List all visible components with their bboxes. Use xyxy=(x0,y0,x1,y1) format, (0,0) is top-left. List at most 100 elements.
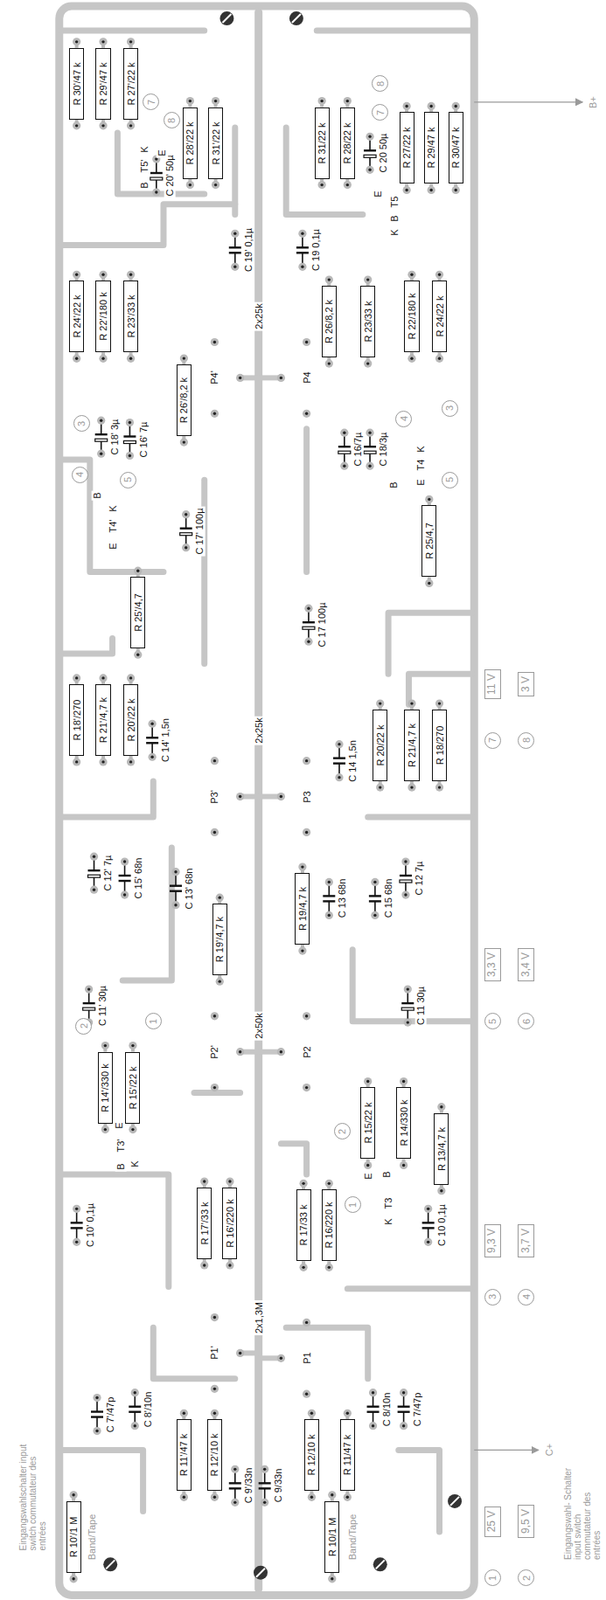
drill-hole xyxy=(410,702,413,705)
drill-hole xyxy=(129,760,133,764)
capacitor-label: C 9'/33n xyxy=(243,1467,255,1507)
part-value: R 19'/4,7 k xyxy=(214,917,225,963)
solder-pad xyxy=(334,740,343,749)
drill-hole xyxy=(154,190,158,194)
solder-pad xyxy=(307,1410,316,1419)
solder-pad xyxy=(299,1180,307,1189)
drill-hole xyxy=(238,376,242,380)
drill-hole xyxy=(327,881,331,885)
capacitor-label: C 16/7µ xyxy=(352,431,364,469)
part-value: 9,5 V xyxy=(520,1510,532,1535)
solder-pad xyxy=(230,1499,239,1508)
pin-label: P1 xyxy=(300,1351,313,1367)
solder-pad xyxy=(407,355,416,363)
resistor-box: R 17'/33 k xyxy=(196,1188,212,1261)
drill-hole xyxy=(75,1208,78,1212)
part-value: 9,3 V xyxy=(487,1229,499,1254)
capacitor-label: C 18' 3µ xyxy=(109,417,121,458)
note: Eingangswahlschalter input switch commut… xyxy=(18,1441,48,1554)
drill-hole xyxy=(128,421,132,425)
part-value: R 18/270 xyxy=(433,726,445,767)
screw xyxy=(253,1567,268,1582)
part-value: R 29'/47 k xyxy=(97,62,109,105)
capacitor-label: C 15' 68n xyxy=(132,856,144,902)
solder-pad xyxy=(181,543,190,552)
drill-hole xyxy=(213,412,216,416)
part-value: 3 xyxy=(76,421,87,427)
copper-track xyxy=(61,204,236,246)
resistor-box: R 10/1 M xyxy=(324,1502,340,1575)
drill-hole xyxy=(330,1494,334,1498)
drill-hole xyxy=(214,99,217,103)
screw-slot xyxy=(222,13,231,23)
drill-hole xyxy=(101,273,105,277)
solder-pad xyxy=(427,186,436,195)
resistor-box: R 16'/220 k xyxy=(222,1188,237,1261)
solder-pad xyxy=(399,1389,408,1398)
pin-label: P2 xyxy=(300,1044,313,1060)
solder-pad xyxy=(343,1494,352,1503)
pin-label: K xyxy=(383,1217,395,1227)
solder-pad xyxy=(277,1355,286,1364)
solder-pad xyxy=(120,857,129,866)
capacitor-label: C 18/3µ xyxy=(377,431,390,469)
drill-hole xyxy=(327,914,331,918)
solder-pad xyxy=(327,1491,336,1500)
resistor-box: R 15/22 k xyxy=(360,1087,376,1160)
drill-hole xyxy=(305,341,308,344)
part-value: 3 V xyxy=(520,676,532,693)
solder-pad xyxy=(171,868,180,877)
part-value: 4 xyxy=(521,1295,532,1301)
solder-pad xyxy=(230,1466,239,1475)
drill-hole xyxy=(129,273,133,277)
capacitor-symbol xyxy=(128,1389,141,1431)
traces xyxy=(59,6,474,1596)
drill-hole xyxy=(182,356,186,360)
resistor-box: R 31/22 k xyxy=(314,107,330,180)
solder-pad xyxy=(236,1350,244,1359)
solder-pad xyxy=(230,229,239,238)
capacitor-symbol xyxy=(90,1394,104,1436)
resistor-box: R 21/4,7 k xyxy=(404,710,419,782)
drill-hole xyxy=(75,40,78,43)
drill-hole xyxy=(129,124,133,127)
solder-pad xyxy=(210,410,219,418)
drill-hole xyxy=(320,99,323,103)
copper-track xyxy=(61,638,112,655)
connector-label: Band/Tape xyxy=(347,1512,359,1563)
solder-pad xyxy=(399,1162,408,1171)
connector-label: Band/Tape xyxy=(86,1512,98,1563)
pin-label: T3 xyxy=(383,1196,395,1212)
capacitor-symbol xyxy=(123,418,136,460)
resistor-box: R 28'/22 k xyxy=(182,107,198,180)
pot-value: 2x25k xyxy=(252,302,265,332)
drill-hole xyxy=(410,786,413,789)
resistor-box: R 15'/22 k xyxy=(125,1052,140,1125)
resistor-box: R 26'/8,2 k xyxy=(176,364,192,437)
drill-hole xyxy=(402,1164,405,1168)
copper-track xyxy=(347,1286,473,1293)
solder-pad xyxy=(148,753,157,762)
solder-pad xyxy=(298,229,307,238)
solder-pad xyxy=(125,452,134,460)
callout-number: 7 xyxy=(142,93,160,111)
drill-hole xyxy=(327,278,331,281)
resistor-box: R 10'/1 M xyxy=(66,1502,82,1575)
part-value: R 27'/22 k xyxy=(125,62,137,105)
solder-pad xyxy=(210,338,219,347)
drill-hole xyxy=(279,795,283,799)
pin-label: K xyxy=(138,144,150,154)
resistor-box: R 26/8,2 k xyxy=(321,285,337,358)
solder-pad xyxy=(302,1084,311,1093)
part-value: 1 xyxy=(147,1019,159,1025)
pin-label: T3' xyxy=(115,1138,127,1156)
capacitor-label: C 13 68n xyxy=(336,877,349,921)
part-value: 3,7 V xyxy=(520,1229,532,1254)
part-value: 3,3 V xyxy=(487,953,499,978)
capacitor-label: C 12' 7µ xyxy=(101,854,113,894)
part-value: R 21/4,7 k xyxy=(406,724,418,768)
callout-number: 4 xyxy=(71,466,89,484)
part-value: R 31'/22 k xyxy=(210,121,222,165)
part-value: R 26/8,2 k xyxy=(323,299,335,344)
capacitor-symbol xyxy=(258,1466,272,1508)
